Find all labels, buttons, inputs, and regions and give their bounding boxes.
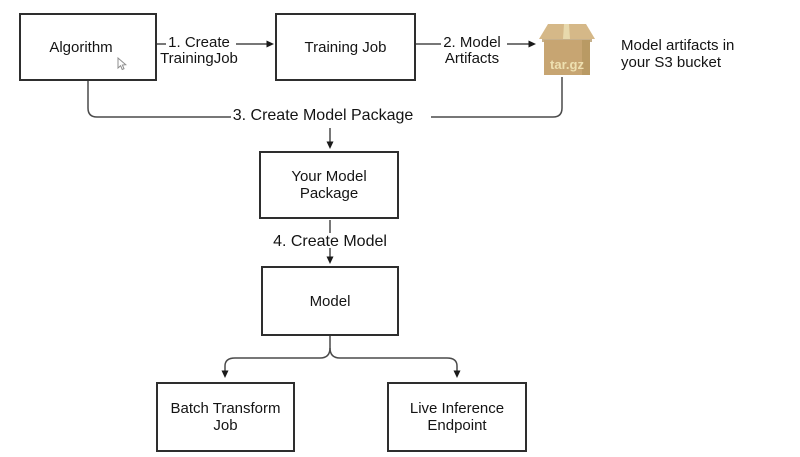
node-training-job: Training Job xyxy=(275,13,416,81)
node-live-inference-endpoint-label: Live Inference Endpoint xyxy=(409,400,505,434)
node-algorithm-label: Algorithm xyxy=(49,38,113,56)
node-model-label: Model xyxy=(309,292,351,310)
edge-label-model-artifacts: 2. Model Artifacts xyxy=(443,34,501,67)
targz-package-icon: tar.gz xyxy=(539,24,595,75)
node-your-model-package: Your Model Package xyxy=(259,151,399,219)
edge-model-live xyxy=(329,347,461,378)
node-model: Model xyxy=(261,266,399,336)
edge-algorithm-step3 xyxy=(87,81,231,118)
edge-label-create-model: 4. Create Model xyxy=(273,233,387,250)
node-your-model-package-label: Your Model Package xyxy=(291,168,367,202)
s3-bucket-caption: Model artifacts in your S3 bucket xyxy=(621,37,735,71)
edge-label-create-trainingjob: 1. Create TrainingJob xyxy=(160,34,238,67)
node-batch-transform-job-label: Batch Transform Job xyxy=(170,400,281,434)
edge-targz-step3 xyxy=(431,77,563,118)
edge-model-batch xyxy=(221,336,331,378)
targz-icon-label: tar.gz xyxy=(550,57,584,72)
node-algorithm: Algorithm xyxy=(19,13,157,81)
mouse-cursor-icon xyxy=(117,40,127,71)
node-training-job-label: Training Job xyxy=(304,38,387,56)
edge-label-create-model-package: 3. Create Model Package xyxy=(232,107,414,124)
node-live-inference-endpoint: Live Inference Endpoint xyxy=(387,382,527,452)
node-batch-transform-job: Batch Transform Job xyxy=(156,382,295,452)
